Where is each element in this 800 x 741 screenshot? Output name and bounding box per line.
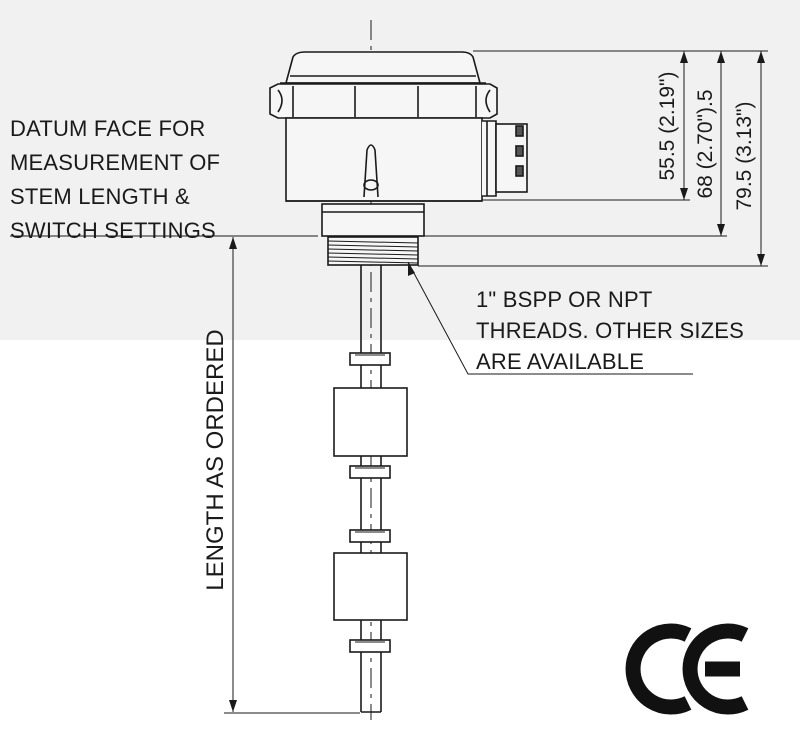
hex-ring (269, 83, 498, 119)
dim-label-55: 55.5 (2.19") (656, 71, 679, 181)
datum-line-2: MEASUREMENT OF (10, 150, 221, 175)
cable-entry (482, 120, 497, 197)
ce-mark (625, 623, 749, 715)
threads-line-1: 1" BSPP OR NPT (476, 287, 653, 312)
collar-1 (349, 352, 391, 366)
threads-line-2: THREADS. OTHER SIZES (476, 318, 745, 343)
threads-line-3: ARE AVAILABLE (476, 349, 645, 374)
housing-body (285, 117, 483, 202)
lock-tab (363, 144, 379, 198)
collar-4 (349, 639, 391, 653)
neck (321, 203, 425, 237)
collar-2 (349, 465, 391, 479)
housing-lid (284, 51, 482, 84)
collar-3 (349, 529, 391, 543)
dim-label-68: 68 (2.70").5 (694, 89, 717, 199)
datum-line-1: DATUM FACE FOR (10, 116, 206, 141)
float-2 (333, 552, 408, 621)
dim-label-79: 79.5 (3.13") (733, 101, 756, 211)
datum-face-note: DATUM FACE FOR MEASUREMENT OF STEM LENGT… (10, 112, 220, 248)
threads-leader (407, 261, 693, 375)
float-1 (333, 387, 408, 457)
datum-line-3: STEM LENGTH & (10, 184, 190, 209)
threads-note: 1" BSPP OR NPT THREADS. OTHER SIZES ARE … (476, 284, 744, 377)
datum-line-4: SWITCH SETTINGS (10, 218, 216, 243)
length-as-ordered-label: LENGTH AS ORDERED (202, 329, 229, 591)
